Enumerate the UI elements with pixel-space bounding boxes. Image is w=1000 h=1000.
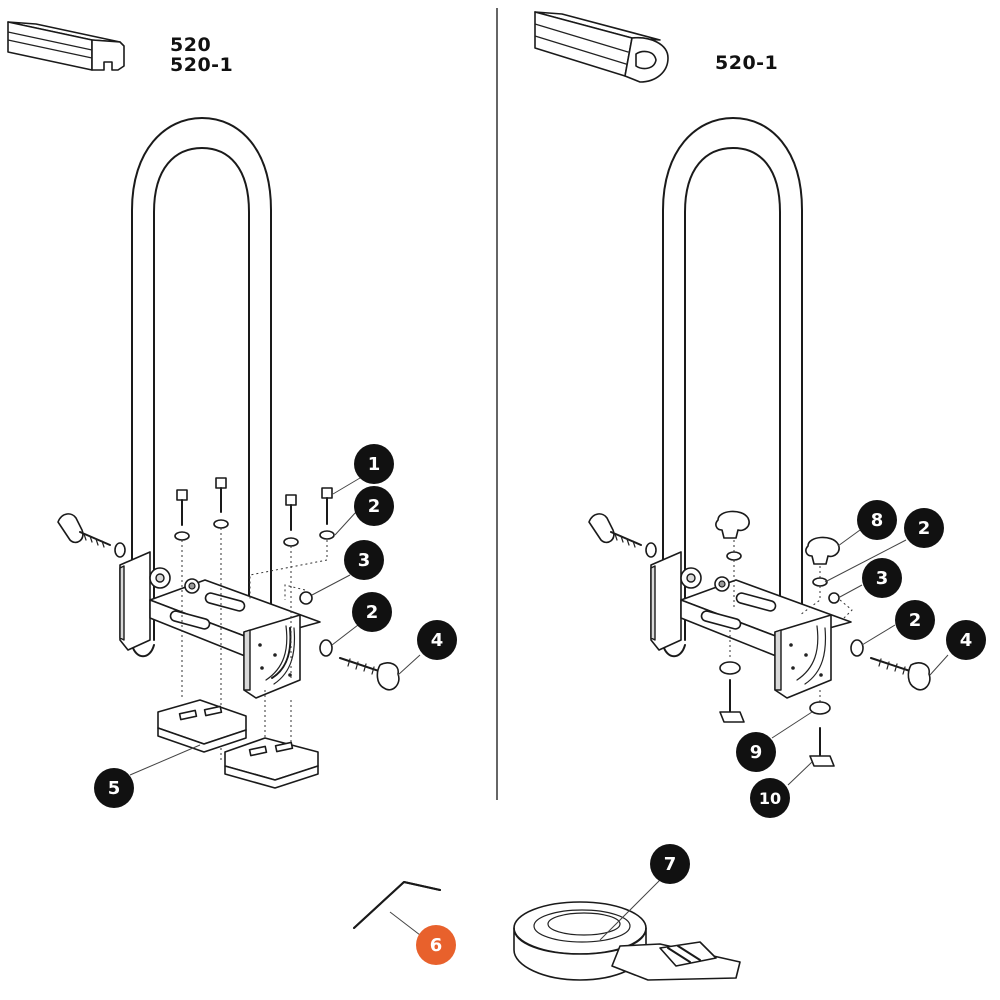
callout-badge-7: 7: [650, 844, 690, 884]
callout-badge-8: 8: [857, 500, 897, 540]
callout-badge-6: 6: [416, 925, 456, 965]
callout-badge-4-right: 4: [946, 620, 986, 660]
right-model-label-520-1: 520-1: [715, 52, 779, 74]
left-crossbar-profile: [7, 21, 125, 71]
callout-badge-2: 2: [354, 486, 394, 526]
left-leader-lines: [129, 477, 421, 776]
left-knob-screw: [339, 657, 400, 691]
left-model-label-520-1: 520-1: [170, 54, 234, 76]
callout-badge-2b: 2: [352, 592, 392, 632]
right-bracket: [650, 551, 852, 699]
left-model-label-520: 520: [170, 34, 212, 56]
left-washer: [319, 639, 333, 657]
callout-badge-9: 9: [736, 732, 776, 772]
right-thumb-screw: [588, 513, 657, 558]
callout-badge-5: 5: [94, 768, 134, 808]
callout-badge-4: 4: [417, 620, 457, 660]
right-alignment-lines: [729, 540, 853, 702]
callout-badge-10: 10: [750, 778, 790, 818]
callout-badge-2-right: 2: [904, 508, 944, 548]
left-bolts: [174, 477, 335, 547]
right-crossbar-profile: [534, 11, 669, 83]
right-t-bolts: [719, 661, 835, 767]
allen-key: [353, 881, 441, 936]
left-thumb-screw: [57, 513, 126, 558]
right-knob-screw: [870, 657, 931, 691]
callout-badge-2b-right: 2: [895, 600, 935, 640]
right-leader-lines: [771, 529, 949, 786]
callout-badge-1: 1: [354, 444, 394, 484]
left-bracket: [119, 551, 321, 699]
right-washer: [850, 639, 864, 657]
left-nut: [299, 591, 313, 605]
callout-badge-3-right: 3: [862, 558, 902, 598]
left-foot-pads: [157, 699, 319, 789]
callout-badge-3: 3: [344, 540, 384, 580]
strap: [513, 879, 741, 981]
